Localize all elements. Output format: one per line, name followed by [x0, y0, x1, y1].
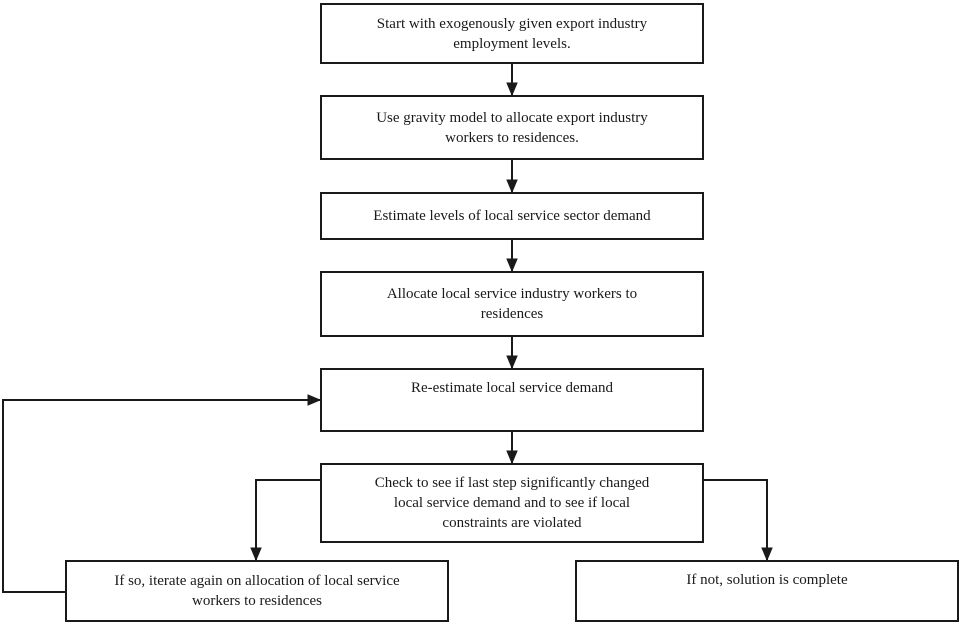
flow-node-reestimate-demand-label: Re-estimate local service demand [411, 380, 613, 396]
flow-node-estimate-demand-label: Estimate levels of local service sector … [373, 208, 651, 224]
flow-node-start: Start with exogenously given export indu… [320, 3, 704, 64]
flow-node-start-label: Start with exogenously given export indu… [376, 15, 648, 52]
flow-node-check-convergence: Check to see if last step significantly … [320, 463, 704, 543]
flow-node-solution-complete: If not, solution is complete [575, 560, 959, 622]
flow-node-gravity-model-label: Use gravity model to allocate export ind… [376, 109, 648, 146]
arrow-check-to-complete [704, 479, 767, 560]
flow-node-iterate-again-label: If so, iterate again on allocation of lo… [114, 573, 400, 609]
flow-node-gravity-model: Use gravity model to allocate export ind… [320, 95, 704, 160]
flow-node-solution-complete-label: If not, solution is complete [686, 572, 848, 588]
flow-node-check-convergence-label: Check to see if last step significantly … [374, 475, 650, 531]
flow-node-allocate-workers: Allocate local service industry workers … [320, 271, 704, 337]
arrow-check-to-iterate [256, 479, 320, 560]
flow-node-estimate-demand: Estimate levels of local service sector … [320, 192, 704, 240]
flow-node-reestimate-demand: Re-estimate local service demand [320, 368, 704, 432]
flow-node-allocate-workers-label: Allocate local service industry workers … [386, 286, 638, 322]
arrow-iterate-loop-to-reestimate [2, 400, 320, 593]
flow-node-iterate-again: If so, iterate again on allocation of lo… [65, 560, 449, 622]
